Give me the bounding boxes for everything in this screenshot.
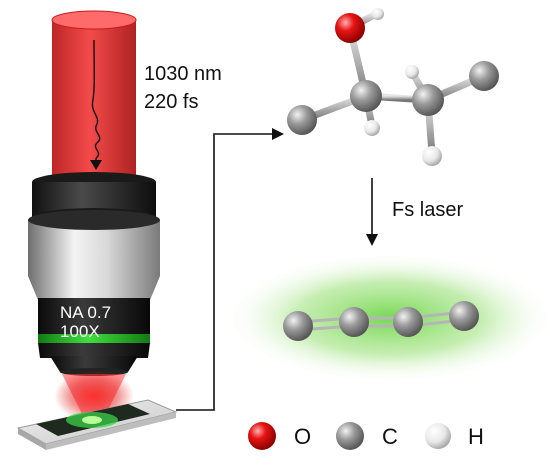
molecule-bonds bbox=[298, 10, 488, 158]
legend-carbon-swatch bbox=[336, 422, 364, 450]
process-step-label: Fs laser bbox=[392, 199, 463, 221]
carbon-atom bbox=[339, 307, 369, 337]
legend-oxygen-swatch bbox=[248, 422, 276, 450]
carbon-atom bbox=[287, 105, 317, 135]
laser-wavelength-label: 1030 nm bbox=[144, 63, 222, 85]
connector-arrow bbox=[176, 128, 284, 411]
carbon-atom bbox=[350, 80, 382, 112]
carbon-atom bbox=[449, 301, 479, 331]
laser-pulse-duration-label: 220 fs bbox=[144, 91, 198, 113]
carbon-atom bbox=[412, 84, 444, 116]
oxygen-atom bbox=[335, 13, 365, 43]
carbon-chain bbox=[283, 301, 479, 341]
sample-slide bbox=[16, 399, 178, 450]
process-arrow bbox=[366, 178, 378, 246]
pulse-waveform bbox=[90, 39, 102, 170]
carbon-atom bbox=[283, 311, 313, 341]
hydrogen-atom bbox=[364, 120, 380, 136]
atom-legend: O C H bbox=[248, 422, 484, 450]
carbon-atom bbox=[469, 61, 499, 91]
carbon-atom bbox=[393, 307, 423, 337]
legend-hydrogen-swatch bbox=[425, 423, 451, 449]
hydrogen-atom bbox=[422, 146, 442, 166]
hydrogen-atom bbox=[405, 65, 419, 79]
legend-oxygen-label: O bbox=[294, 424, 311, 449]
objective-magnification-label: 100X bbox=[60, 322, 100, 341]
objective-lens bbox=[28, 172, 160, 376]
legend-hydrogen-label: H bbox=[468, 424, 484, 449]
legend-carbon-label: C bbox=[382, 424, 398, 449]
laser-beam bbox=[51, 10, 137, 186]
hydrogen-atom bbox=[372, 8, 384, 20]
objective-na-label: NA 0.7 bbox=[60, 303, 111, 322]
precursor-molecule bbox=[287, 8, 499, 166]
